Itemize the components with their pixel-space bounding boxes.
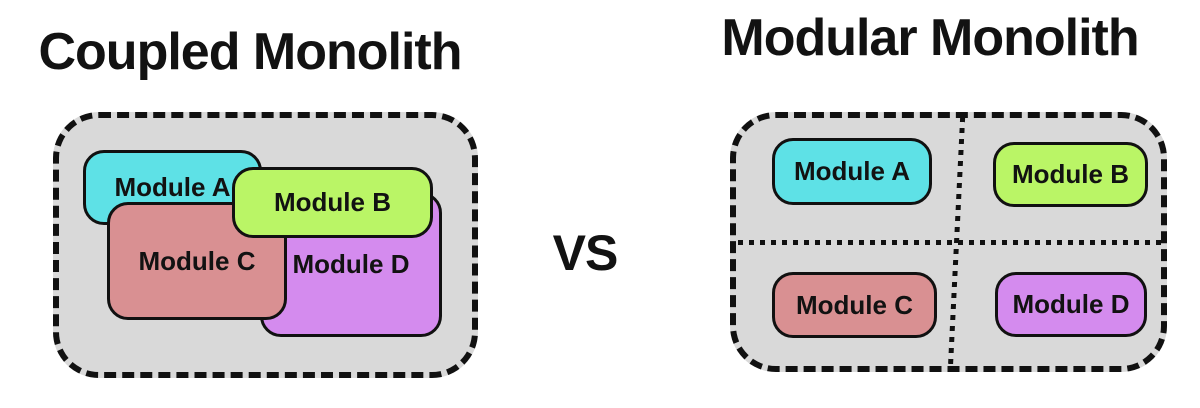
modular-module-d: Module D xyxy=(995,272,1147,337)
coupled-module-a-label: Module A xyxy=(114,172,231,202)
coupled-module-b: Module B xyxy=(232,167,433,238)
modular-module-a: Module A xyxy=(772,138,932,205)
coupled-module-b-label: Module B xyxy=(274,187,391,217)
horizontal-dotted-divider xyxy=(738,240,1162,245)
modular-module-d-label: Module D xyxy=(1012,289,1130,319)
vs-label: VS xyxy=(552,225,619,281)
modular-module-b: Module B xyxy=(993,142,1148,207)
modular-module-c-label: Module C xyxy=(796,289,913,320)
coupled-module-d-label: Module D xyxy=(292,249,410,279)
modular-module-a-label: Module A xyxy=(793,156,911,186)
modular-monolith-title: Modular Monolith xyxy=(721,9,1139,67)
modular-module-c: Module C xyxy=(772,272,937,338)
coupled-monolith-title: Coupled Monolith xyxy=(38,23,462,81)
modular-module-b-label: Module B xyxy=(1012,159,1129,189)
coupled-module-c-label: Module C xyxy=(138,245,256,276)
